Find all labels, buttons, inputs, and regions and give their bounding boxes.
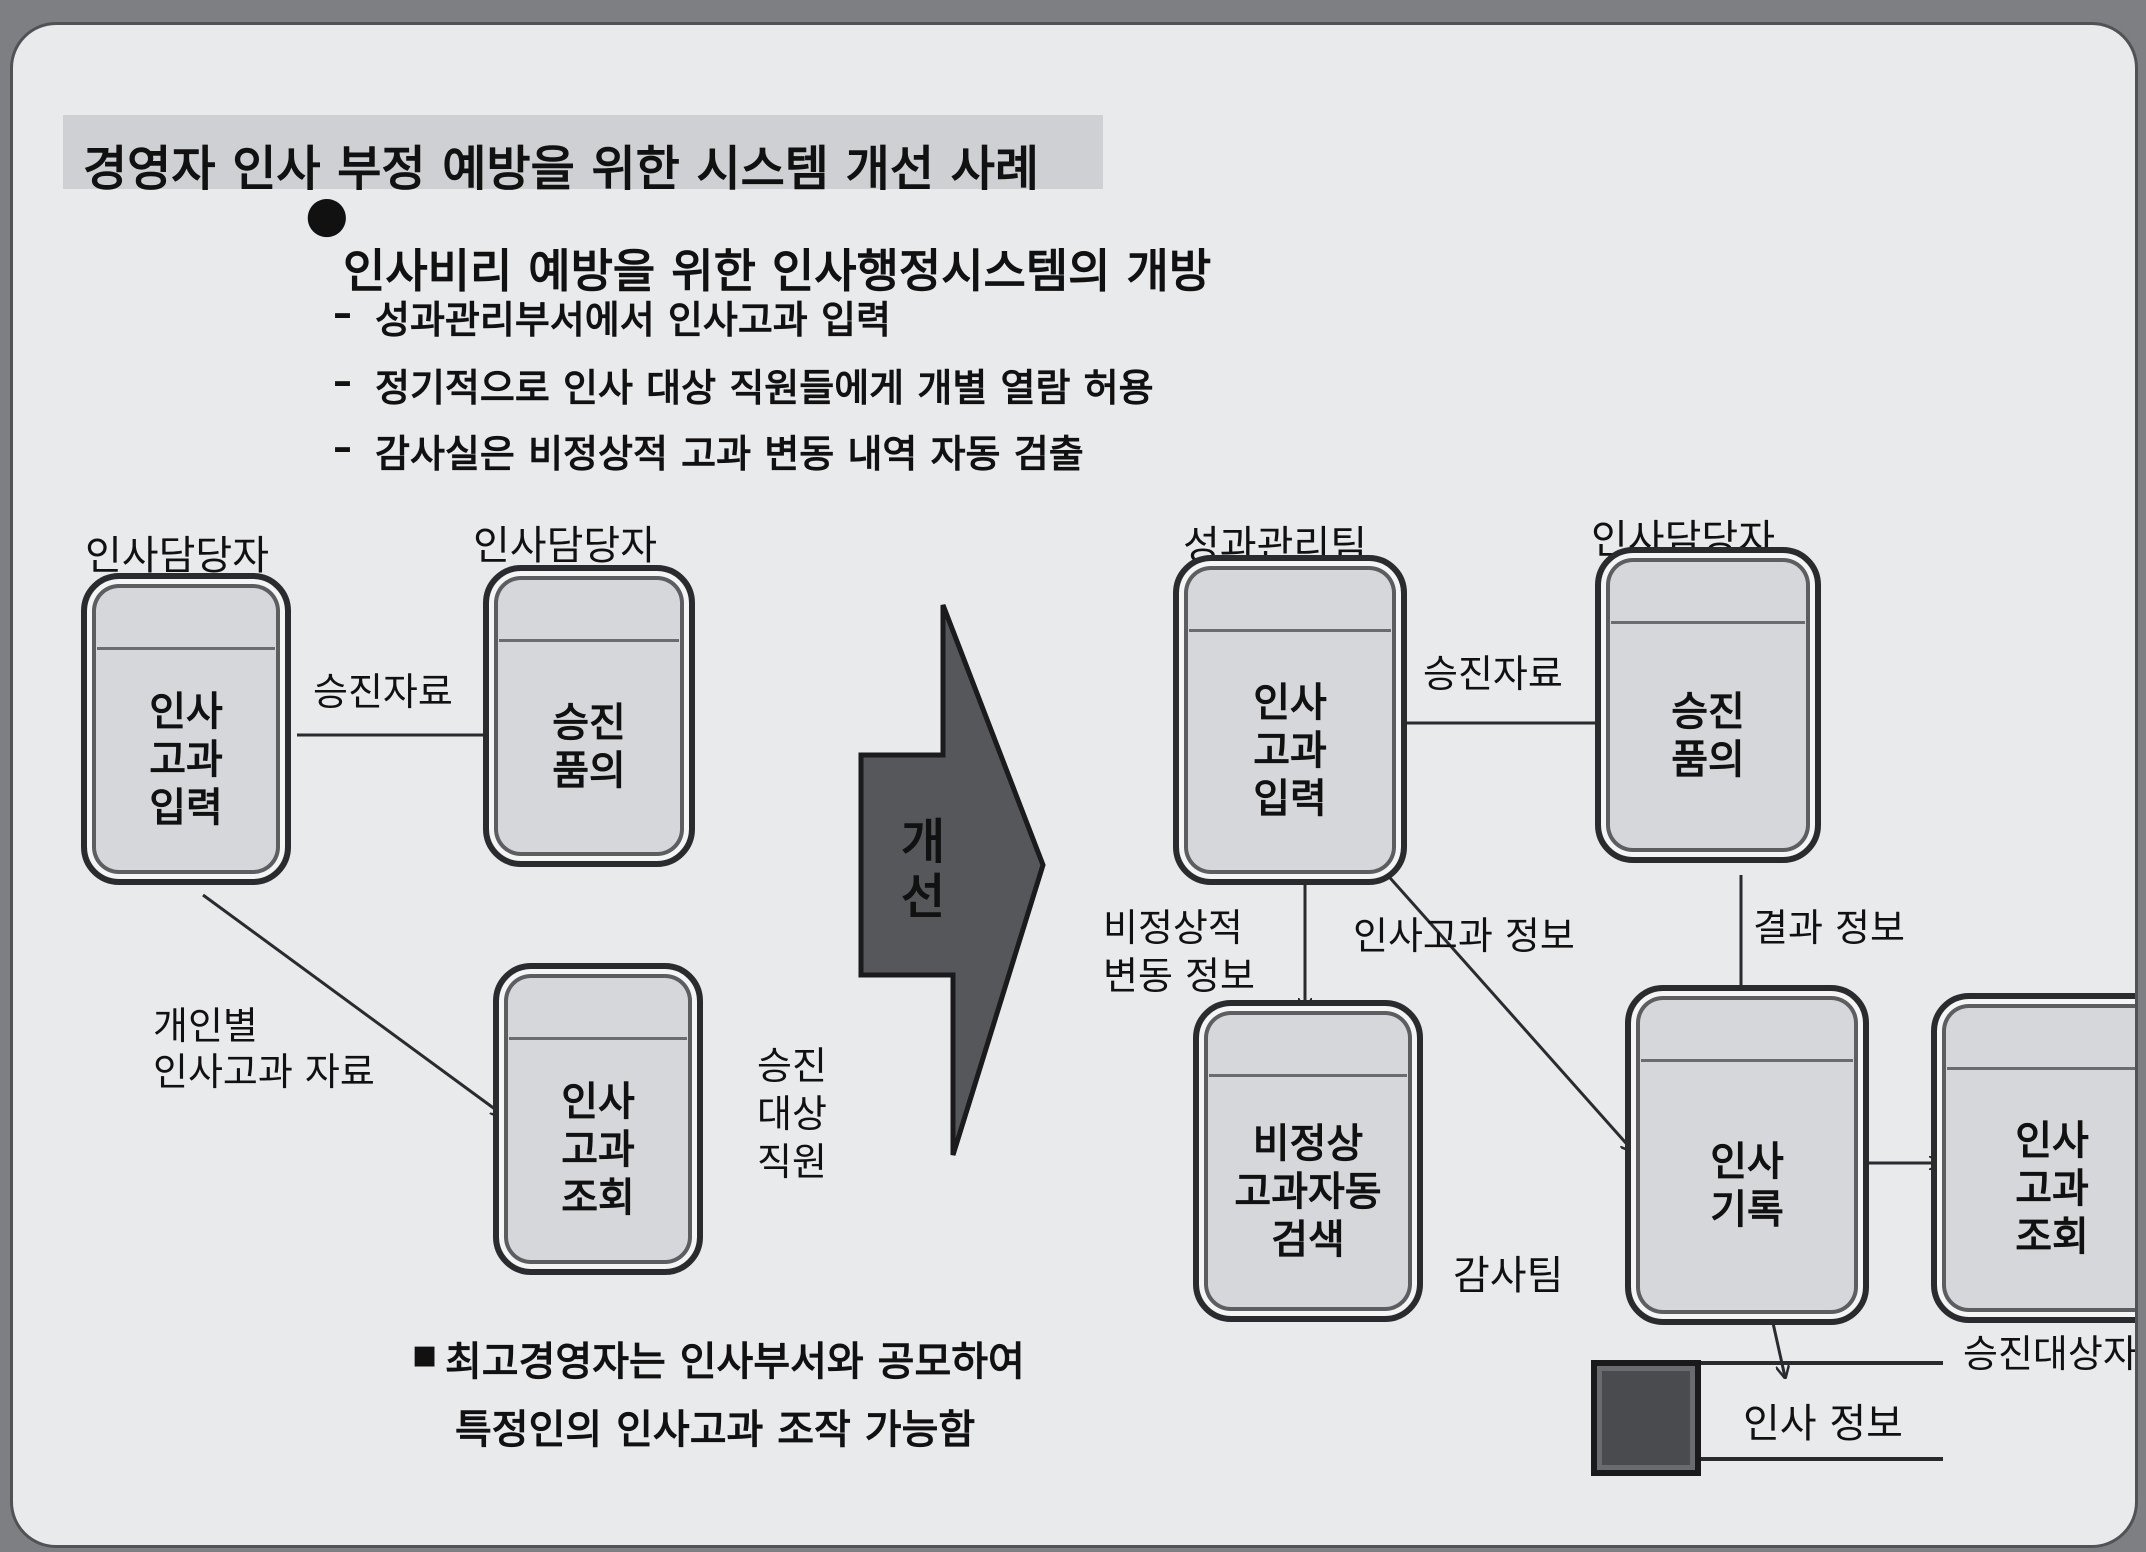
flow-connectors	[202, 604, 1943, 1461]
role-hr-2: 인사담당자	[473, 523, 657, 569]
edge-legend	[1771, 1322, 1785, 1377]
node-grade-input-before: 인사 고과 입력	[81, 573, 291, 885]
node-grade-input-after: 인사 고과 입력	[1173, 555, 1407, 885]
bullet-icon: ●	[305, 185, 349, 243]
node-label: 비정상 고과자동 검색	[1234, 1121, 1382, 1263]
edge-label-result: 결과 정보	[1753, 906, 1905, 950]
target-label: 대상	[757, 1092, 827, 1136]
node-grade-view-after: 인사 고과 조회	[1931, 993, 2135, 1323]
edge-label-abnormal: 비정상적	[1103, 906, 1243, 950]
node-label: 인사 고과 조회	[2015, 1118, 2089, 1260]
subtitle: 인사비리 예방을 위한 인사행정시스템의 개방	[343, 244, 1212, 298]
legend-label: 인사 정보	[1743, 1401, 1903, 1447]
audit-team-label: 감사팀	[1453, 1253, 1564, 1299]
edge-label-hr-info: 인사고과 정보	[1353, 914, 1575, 958]
page-title: 경영자 인사 부정 예방을 위한 시스템 개선 사례	[83, 141, 1040, 197]
target-label: 직원	[757, 1140, 827, 1184]
target-label-after: 승진대상자	[1963, 1332, 2138, 1376]
footnote-line: 특정인의 인사고과 조작 가능함	[455, 1407, 976, 1453]
improvement-arrow	[858, 604, 1046, 1156]
node-promotion-before: 승진 품의	[483, 565, 695, 867]
node-grade-view-before: 인사 고과 조회	[493, 963, 703, 1275]
dash-icon: –	[333, 425, 352, 469]
node-label: 승진 품의	[552, 700, 626, 794]
role-hr-1: 인사담당자	[85, 533, 269, 579]
edge-personal	[202, 893, 503, 1115]
node-label: 승진 품의	[1671, 689, 1745, 783]
edge-label-promo: 승진자료	[313, 670, 453, 714]
target-label: 승진	[757, 1044, 827, 1088]
node-anomaly-search: 비정상 고과자동 검색	[1193, 1000, 1423, 1322]
edge-label-promo-after: 승진자료	[1423, 652, 1563, 696]
footnote-line: 최고경영자는 인사부서와 공모하여	[445, 1339, 1025, 1385]
edge-label-personal: 인사고과 자료	[153, 1050, 375, 1094]
node-label: 인사 고과 조회	[561, 1079, 635, 1221]
node-label: 인사 고과 입력	[1253, 680, 1327, 822]
node-promotion-after: 승진 품의	[1595, 547, 1821, 863]
legend-swatch	[1591, 1360, 1701, 1476]
dash-icon: –	[333, 359, 352, 403]
list-item: 감사실은 비정상적 고과 변동 내역 자동 검출	[375, 432, 1084, 476]
improvement-label: 개 선	[901, 814, 946, 926]
footnote-bullet: ▪	[411, 1331, 439, 1377]
title-band	[63, 115, 1103, 189]
dash-icon: –	[333, 291, 352, 335]
list-item: 정기적으로 인사 대상 직원들에게 개별 열람 허용	[375, 366, 1154, 410]
node-label: 인사 고과 입력	[149, 689, 223, 831]
document-page: 경영자 인사 부정 예방을 위한 시스템 개선 사례 ● 인사비리 예방을 위한…	[10, 22, 2138, 1548]
edge-label-abnormal: 변동 정보	[1103, 954, 1255, 998]
list-item: 성과관리부서에서 인사고과 입력	[375, 298, 891, 342]
edge-label-personal: 개인별	[153, 1004, 258, 1048]
edge-hr-info	[1381, 869, 1633, 1151]
node-label: 인사 기록	[1710, 1139, 1784, 1233]
node-hr-record: 인사 기록	[1625, 985, 1869, 1325]
